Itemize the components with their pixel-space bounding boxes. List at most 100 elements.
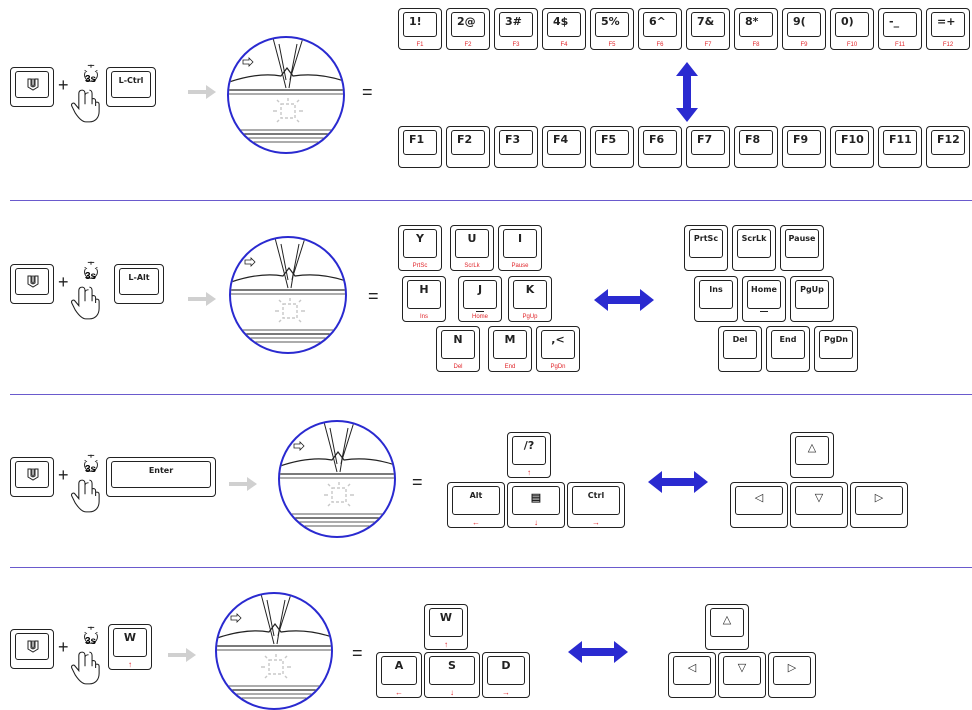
timer-label: 3s: [85, 271, 97, 282]
key-secondary-label: F2: [464, 42, 472, 48]
key-f9: F9: [782, 126, 826, 168]
key-label: F4: [553, 133, 569, 146]
led-detail-circle: [215, 592, 333, 710]
key-s: S ↓: [424, 652, 480, 698]
key-f3: F3: [494, 126, 538, 168]
key-top-9: 9( F9: [782, 8, 826, 50]
key-right-6: PgUp: [790, 276, 834, 322]
key-top-5: 5%F5: [590, 8, 634, 50]
gray-arrow-icon: [168, 648, 196, 662]
gray-arrow-icon: [188, 85, 216, 99]
pressing-hand-icon: [70, 650, 100, 686]
key-label: Y: [416, 232, 424, 245]
fn-logo-key: [10, 629, 54, 669]
key-label: 7&: [697, 15, 715, 28]
key-label: F3: [505, 133, 521, 146]
key-secondary-label: F3: [512, 42, 520, 48]
plus-sign: +: [58, 272, 69, 292]
homing-bar: [476, 310, 484, 312]
key-top-7: 7&F7: [686, 8, 730, 50]
left-triangle-icon: ◁: [754, 492, 764, 504]
key-f11: F11: [878, 126, 922, 168]
vertical-blue-arrow-icon: [676, 62, 698, 122]
up-triangle-icon: △: [807, 442, 817, 454]
key-label: F11: [889, 133, 912, 146]
key-label: M: [504, 333, 516, 346]
key-slash: /? ↑: [507, 432, 551, 478]
key-label: J: [477, 283, 483, 296]
key-top-6: 6^F6: [638, 8, 682, 50]
key-label: U: [467, 232, 477, 245]
key-top-12: =+F12: [926, 8, 970, 50]
key-label: 3#: [505, 15, 522, 28]
mod-key-l-alt: L-Alt: [114, 264, 164, 304]
led-detail-circle: [227, 36, 345, 154]
key-top-4: 4$F4: [542, 8, 586, 50]
mod-key-l-ctrl: L-Ctrl: [106, 67, 156, 107]
key-f12: F12: [926, 126, 970, 168]
key-label: 4$: [553, 15, 569, 28]
key-arrow-right: ▷: [850, 482, 908, 528]
key-secondary-label: Pause: [511, 263, 529, 269]
key-left-3: I Pause: [498, 225, 542, 271]
key-f4: F4: [542, 126, 586, 168]
led-indicator-icon: [229, 38, 345, 154]
key-top-8: 8*F8: [734, 8, 778, 50]
key-arrow-down: ▽: [718, 652, 766, 698]
horizontal-blue-arrow-icon: [594, 289, 654, 311]
led-detail-circle: [229, 236, 347, 354]
key-label: F7: [697, 133, 713, 146]
key-right-7: Del: [718, 326, 762, 372]
separator-3: [10, 567, 972, 568]
key-right-4: Ins: [694, 276, 738, 322]
key-secondary-label: F9: [800, 42, 808, 48]
key-label: 8*: [745, 15, 759, 28]
timer-label: 3s: [85, 464, 97, 475]
key-d: D →: [482, 652, 530, 698]
up-red-arrow-icon: ↑: [128, 660, 132, 669]
key-f8: F8: [734, 126, 778, 168]
key-label: 2@: [457, 15, 476, 28]
key-label: 9(: [793, 15, 806, 28]
key-f2: F2: [446, 126, 490, 168]
fn-logo-key: [10, 264, 54, 304]
menu-icon: ▤: [530, 492, 542, 504]
key-label: 0): [841, 15, 854, 28]
key-label: PrtSc: [693, 234, 719, 243]
key-label: Ins: [709, 285, 723, 294]
key-top-10: 0)F10: [830, 8, 874, 50]
key-arrow-left: ◁: [730, 482, 788, 528]
key-label: I: [517, 232, 523, 245]
separator-1: [10, 200, 972, 201]
key-label: F8: [745, 133, 761, 146]
key-top-2: 2@ F2: [446, 8, 490, 50]
key-w: W ↑: [424, 604, 468, 650]
key-ctrl: Ctrl →: [567, 482, 625, 528]
equals-sign: =: [412, 472, 423, 492]
key-f10: F10: [830, 126, 874, 168]
right-triangle-icon: ▷: [874, 492, 884, 504]
down-triangle-icon: ▽: [814, 492, 824, 504]
key-label: F9: [793, 133, 809, 146]
logo-icon: [26, 639, 40, 653]
pressing-hand-icon: [70, 478, 100, 514]
logo-icon: [26, 77, 40, 91]
key-label: F5: [601, 133, 617, 146]
key-label: 6^: [649, 15, 666, 28]
key-label: Home: [751, 285, 777, 294]
down-red-arrow-icon: ↓: [534, 518, 538, 527]
key-secondary-label: Del: [453, 364, 463, 370]
key-label: F1: [409, 133, 425, 146]
key-arrow-right: ▷: [768, 652, 816, 698]
equals-sign: =: [368, 286, 379, 306]
horizontal-blue-arrow-icon: [568, 641, 628, 663]
fn-logo-key: [10, 67, 54, 107]
key-right-2: ScrLk: [732, 225, 776, 271]
key-secondary-label: F11: [895, 42, 905, 48]
up-triangle-icon: △: [722, 614, 732, 626]
logo-icon: [26, 467, 40, 481]
key-label: PgUp: [800, 285, 824, 294]
key-label: ,<: [551, 333, 565, 346]
